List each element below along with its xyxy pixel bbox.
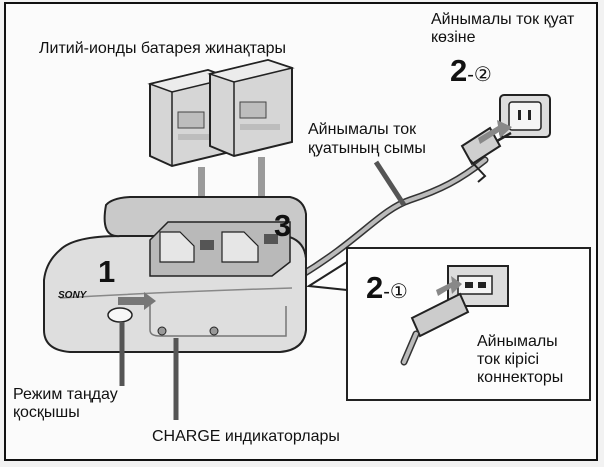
wall-outlet [499,94,551,138]
mode-switch-label-line2: қосқышы [13,404,80,421]
charge-indicator-left [157,326,167,336]
ac-in-label-line1: Айнымалы [477,333,558,350]
switch-arrow [118,292,156,310]
ac-source-label-line1: Айнымалы ток қуат [431,11,575,28]
step-2b-sub: -② [467,64,492,86]
step-2b-label: 2-② [450,55,492,91]
battery-pack-right [207,58,295,158]
step-1-label: 1 [98,254,116,289]
sony-logo: SONY [58,290,87,301]
mode-switch-label-line1: Режим таңдау [13,386,118,403]
charger-body [43,196,307,353]
inset-panel [306,247,591,401]
charge-indicators-label: CHARGE индикаторлары [152,428,340,445]
charge-indicator-right [209,326,219,336]
ac-cord-label-line2: қуатының сымы [308,140,426,157]
step-2a-number: 2 [366,270,384,305]
ac-in-label-line2: ток кірісі [477,351,540,368]
ac-in-label-line3: коннекторы [477,369,564,386]
leader-ac-cord [373,160,407,207]
step-2b-number: 2 [450,53,468,88]
step-2a-label: 2-① [366,272,408,308]
mode-switch [107,307,133,323]
step-3-label: 3 [274,208,292,243]
battery-label: Литий-ионды батарея жинақтары [39,40,287,57]
ac-source-label-line2: көзіне [431,29,476,46]
step-2a-sub: -① [383,281,408,303]
ac-cord-label-line1: Айнымалы ток [308,121,417,138]
